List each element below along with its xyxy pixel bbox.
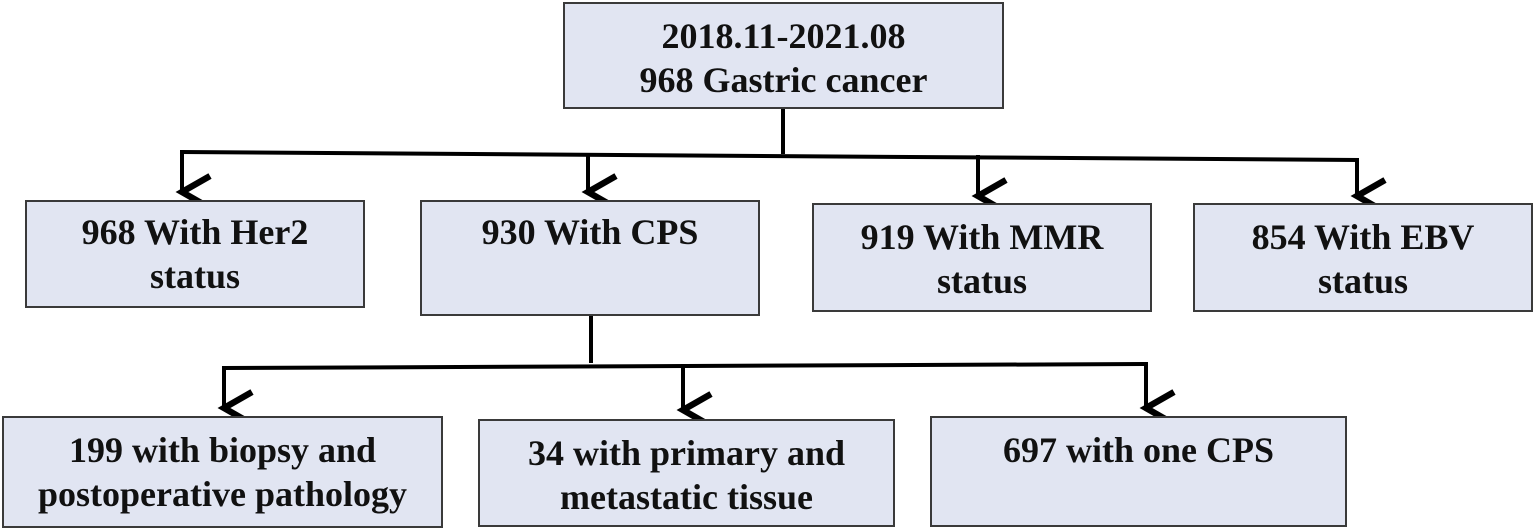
mmr-box: 919 With MMR status bbox=[812, 203, 1152, 312]
primary-box: 34 with primary and metastatic tissue bbox=[478, 419, 895, 527]
root-total-count: 968 Gastric cancer bbox=[639, 60, 928, 100]
cps-box: 930 With CPS bbox=[420, 200, 760, 316]
mmr-count-label: 919 With MMR bbox=[860, 217, 1104, 257]
primary-detail-label: metastatic tissue bbox=[560, 477, 813, 517]
ebv-status-label: status bbox=[1317, 261, 1409, 301]
root-date-range: 2018.11-2021.08 bbox=[661, 16, 906, 56]
biopsy-box: 199 with biopsy and postoperative pathol… bbox=[2, 416, 443, 528]
one-cps-count-label: 697 with one CPS bbox=[1002, 430, 1275, 470]
mmr-status-label: status bbox=[936, 261, 1028, 301]
biopsy-count-label: 199 with biopsy and bbox=[68, 430, 377, 470]
root-box: 2018.11-2021.08 968 Gastric cancer bbox=[563, 2, 1004, 109]
ebv-count-label: 854 With EBV bbox=[1251, 217, 1475, 257]
biopsy-detail-label: postoperative pathology bbox=[38, 474, 407, 514]
cps-count-label: 930 With CPS bbox=[481, 212, 699, 252]
ebv-box: 854 With EBV status bbox=[1193, 203, 1533, 312]
primary-count-label: 34 with primary and bbox=[527, 433, 846, 473]
one-cps-box: 697 with one CPS bbox=[930, 416, 1347, 527]
level1-bus-line bbox=[179, 149, 1360, 163]
her2-status-label: status bbox=[149, 256, 241, 296]
her2-box: 968 With Her2 status bbox=[25, 200, 365, 308]
her2-count-label: 968 With Her2 bbox=[81, 212, 309, 252]
